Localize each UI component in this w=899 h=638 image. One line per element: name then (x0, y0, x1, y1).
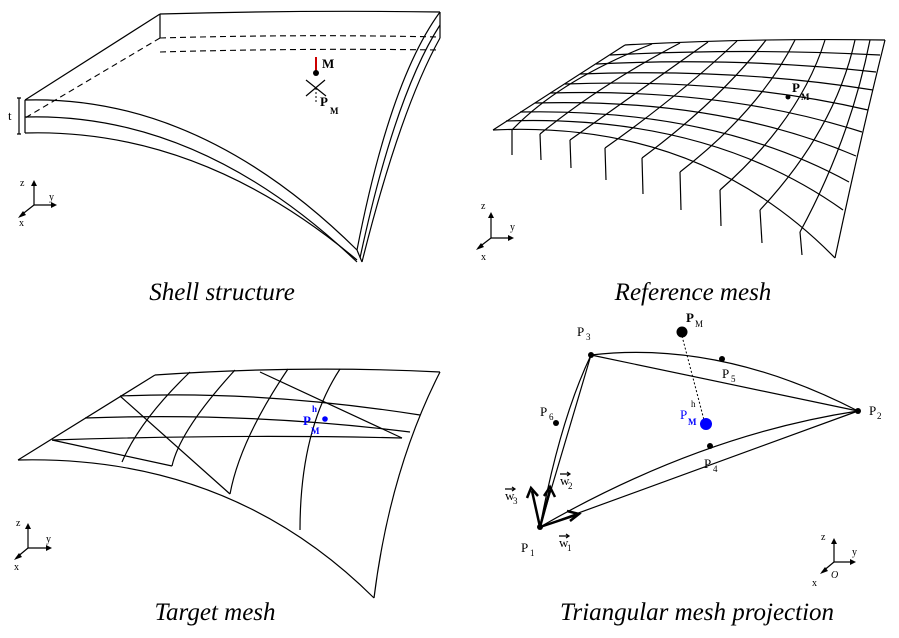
edge-p1-p2 (539, 410, 859, 528)
w1-arrow-mark (559, 533, 571, 539)
vertex-p1-subscript: 1 (530, 548, 535, 558)
vector-w1-label: w (559, 535, 569, 550)
point-pmh-big-dot (700, 418, 712, 430)
ref-axis-y-label: y (510, 222, 515, 233)
point-pmh-label: P (680, 407, 687, 422)
tri-axis-y-label: y (852, 547, 857, 558)
ref-axis-z-label: z (481, 201, 486, 212)
shell-front-mid-curve (24, 116, 358, 263)
tri-axis-z-label: z (821, 532, 826, 543)
target-point-pmh-label: P (303, 413, 311, 428)
ref-mesh-top-edge (624, 38, 886, 46)
vertex-p5-dot (719, 356, 725, 362)
shell-top-back-edge (159, 10, 441, 15)
ref-point-pm-subscript: M (801, 92, 810, 102)
shell-right-mid-curve (359, 24, 441, 259)
target-title: Target mesh (154, 599, 275, 626)
shell-right-top-curve (356, 11, 441, 251)
shell-left-top-edge (24, 13, 161, 101)
point-pm-subscript: M (330, 106, 339, 116)
vertex-p4-label: P (704, 456, 711, 471)
vertex-p5-label: P (722, 366, 729, 381)
vertex-p6-subscript: 6 (549, 412, 554, 422)
thickness-label: t (8, 108, 12, 123)
vertex-p5-subscript: 5 (731, 374, 736, 384)
shell-hidden-left-edge (24, 37, 161, 119)
point-m-label: M (322, 56, 334, 71)
triangular-title: Triangular mesh projection (560, 599, 834, 626)
target-point-pmh-dot (322, 416, 328, 422)
point-pm-big-dot (676, 326, 688, 338)
ref-axis-x-label: x (481, 252, 486, 263)
vertex-p2-label: P (869, 403, 876, 418)
vector-w3-label: w (505, 488, 515, 503)
ref-mesh-right-edge (834, 39, 886, 259)
axis-z-label: z (20, 178, 25, 189)
axis-y-label: y (49, 192, 54, 203)
w3-arrow-mark (505, 486, 517, 492)
target-axis-z-label: z (16, 518, 21, 529)
target-point-pmh-subscript: M (311, 426, 320, 436)
triangular-projection-panel: P 1 P 2 P 3 P 4 P 5 P 6 P M P M h w 1 w … (505, 310, 882, 626)
vertex-p4-subscript: 4 (713, 464, 718, 474)
axis-x-label: x (19, 218, 24, 229)
triangular-axes-icon: z y x O (812, 532, 857, 589)
vertex-p6-dot (553, 420, 559, 426)
target-axis-x-label: x (14, 562, 19, 573)
origin-label: O (831, 570, 838, 581)
vector-w2-label: w (560, 473, 570, 488)
vertex-p2-subscript: 2 (877, 411, 882, 421)
w2-arrow-mark (560, 471, 572, 477)
point-pm-label: P (686, 310, 694, 325)
curved-edge-p1-p2 (539, 410, 859, 528)
reference-axes-icon: z y x (476, 201, 515, 263)
vertex-p3-subscript: 3 (586, 332, 591, 342)
shell-hidden-back-edge (159, 35, 441, 39)
shell-front-top-curve (24, 99, 358, 251)
curved-edge-p1-p3 (539, 354, 592, 528)
shell-corner-edge (356, 249, 363, 263)
target-axis-y-label: y (46, 534, 51, 545)
vector-w1-subscript: 1 (567, 543, 572, 553)
target-mesh-panel: P h M z y x Target mesh (14, 368, 441, 626)
vertex-p4-dot (707, 443, 713, 449)
target-point-pmh-superscript: h (312, 404, 317, 414)
target-bottom-edge (17, 459, 375, 599)
point-pmh-subscript: M (688, 417, 697, 427)
edge-p3-p2 (590, 354, 859, 412)
vector-w2-subscript: 2 (568, 481, 573, 491)
thickness-bracket (17, 97, 21, 135)
ref-point-pm-dot (785, 94, 791, 100)
point-pmh-superscript: h (691, 399, 696, 409)
shell-hidden-back-edge-2 (159, 48, 441, 53)
projection-dotted-line (681, 335, 705, 421)
shell-right-bottom-curve (361, 37, 441, 263)
ref-point-pm-label: P (792, 80, 800, 95)
target-top-edge (154, 368, 441, 376)
tri-axis-x-label: x (812, 578, 817, 589)
shell-front-bottom-curve (24, 132, 358, 261)
point-m-dot (313, 70, 319, 76)
vertex-p3-label: P (577, 324, 584, 339)
reference-mesh-panel: P M z y x Reference mesh (476, 38, 886, 306)
point-pm-subscript: M (695, 319, 703, 329)
vertex-p1-label: P (521, 540, 528, 555)
point-pm-label: P (320, 94, 328, 109)
shell-structure-panel: t M P M z y x Shell structure (8, 10, 441, 306)
target-axes-icon: z y x (14, 518, 52, 573)
reference-title: Reference mesh (614, 279, 772, 306)
vertex-p6-label: P (540, 404, 547, 419)
vertex-p2-dot (855, 408, 861, 414)
target-right-edge (373, 371, 441, 599)
local-basis-vectors (525, 484, 582, 529)
vertex-p3-dot (588, 352, 594, 358)
shell-title: Shell structure (149, 279, 295, 306)
ref-mesh-bottom-edge (492, 128, 836, 259)
shell-axes-icon: z y x (18, 178, 57, 229)
vector-w3-subscript: 3 (513, 496, 518, 506)
ref-mesh-left-edge (492, 44, 626, 131)
